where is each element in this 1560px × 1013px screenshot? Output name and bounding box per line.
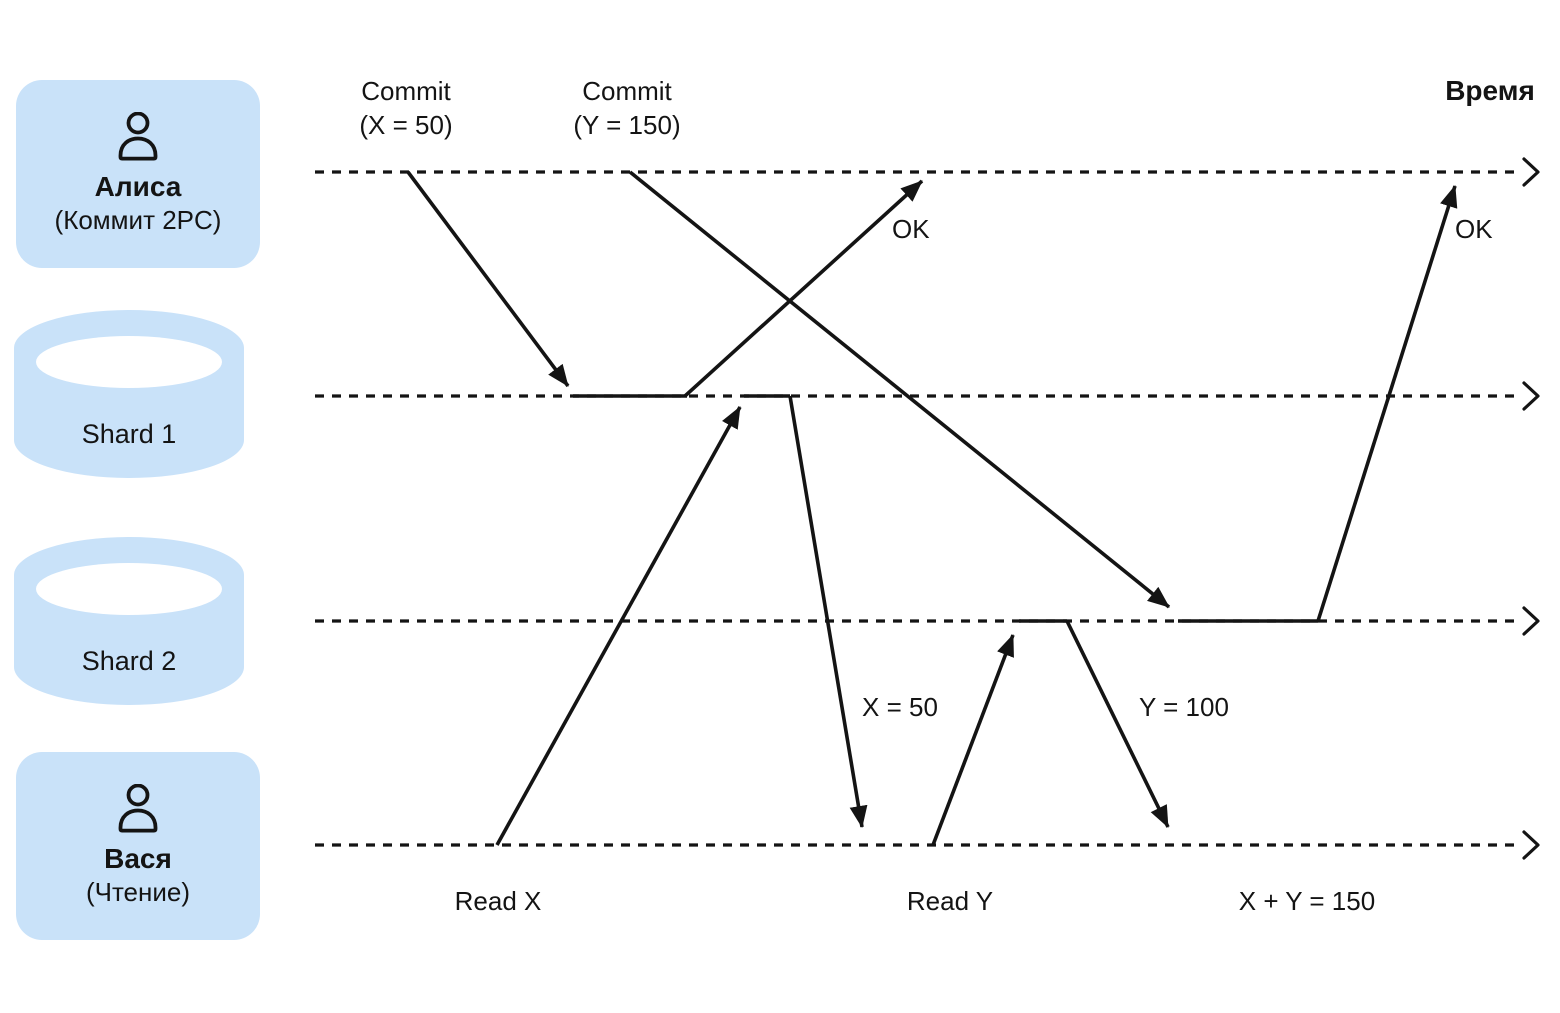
- lifeline-alice: [315, 157, 1540, 187]
- arrow-ok-shard2: [1316, 185, 1458, 622]
- actor-subtitle: (Коммит 2PC): [54, 204, 222, 235]
- actor-database-shard1: Shard 1: [14, 310, 244, 478]
- message-arrows: [406, 170, 1458, 846]
- time-axis-label: Время: [1445, 75, 1535, 106]
- label-y-value: Y = 100: [1139, 692, 1229, 722]
- lifeline-shard2: [315, 606, 1540, 636]
- actor-name: Shard 2: [81, 646, 177, 676]
- person-icon: [118, 783, 158, 832]
- arrow-read-y: [931, 634, 1015, 846]
- arrow-read-x: [495, 406, 742, 846]
- label-commit-x-line1: Commit: [361, 76, 451, 106]
- label-commit-y-line1: Commit: [582, 76, 672, 106]
- label-ok-shard1: OK: [892, 214, 930, 244]
- actor-card-vasya: Вася (Чтение): [16, 752, 260, 940]
- database-icon: [14, 537, 244, 705]
- label-commit-x-line2: (X = 50): [359, 110, 453, 140]
- arrow-commit-x: [406, 170, 570, 388]
- label-commit-y-line2: (Y = 150): [573, 110, 681, 140]
- person-icon: [118, 111, 158, 160]
- actor-name: Алиса: [94, 170, 182, 202]
- actor-name: Shard 1: [81, 419, 177, 449]
- label-ok-shard2: OK: [1455, 214, 1493, 244]
- arrow-commit-y: [628, 170, 1171, 609]
- busy-segments: [573, 394, 1318, 623]
- database-icon: [14, 310, 244, 478]
- actor-subtitle: (Чтение): [85, 876, 191, 907]
- label-commit-x: Commit (X = 50): [359, 74, 452, 142]
- label-result: X + Y = 150: [1238, 886, 1376, 916]
- lifeline-vasya: [315, 830, 1540, 860]
- label-x-value: X = 50: [862, 692, 938, 722]
- arrow-ok-shard1: [683, 179, 924, 398]
- arrow-x-value: [788, 395, 868, 828]
- actor-name: Вася: [104, 842, 172, 874]
- arrow-y-value: [1065, 620, 1170, 828]
- actor-card-alice: Алиса (Коммит 2PC): [16, 80, 260, 268]
- actor-database-shard2: Shard 2: [14, 537, 244, 705]
- label-commit-y: Commit (Y = 150): [573, 74, 680, 142]
- lifeline-shard1: [315, 381, 1540, 411]
- label-read-x: Read X: [454, 886, 542, 916]
- label-read-y: Read Y: [906, 886, 994, 916]
